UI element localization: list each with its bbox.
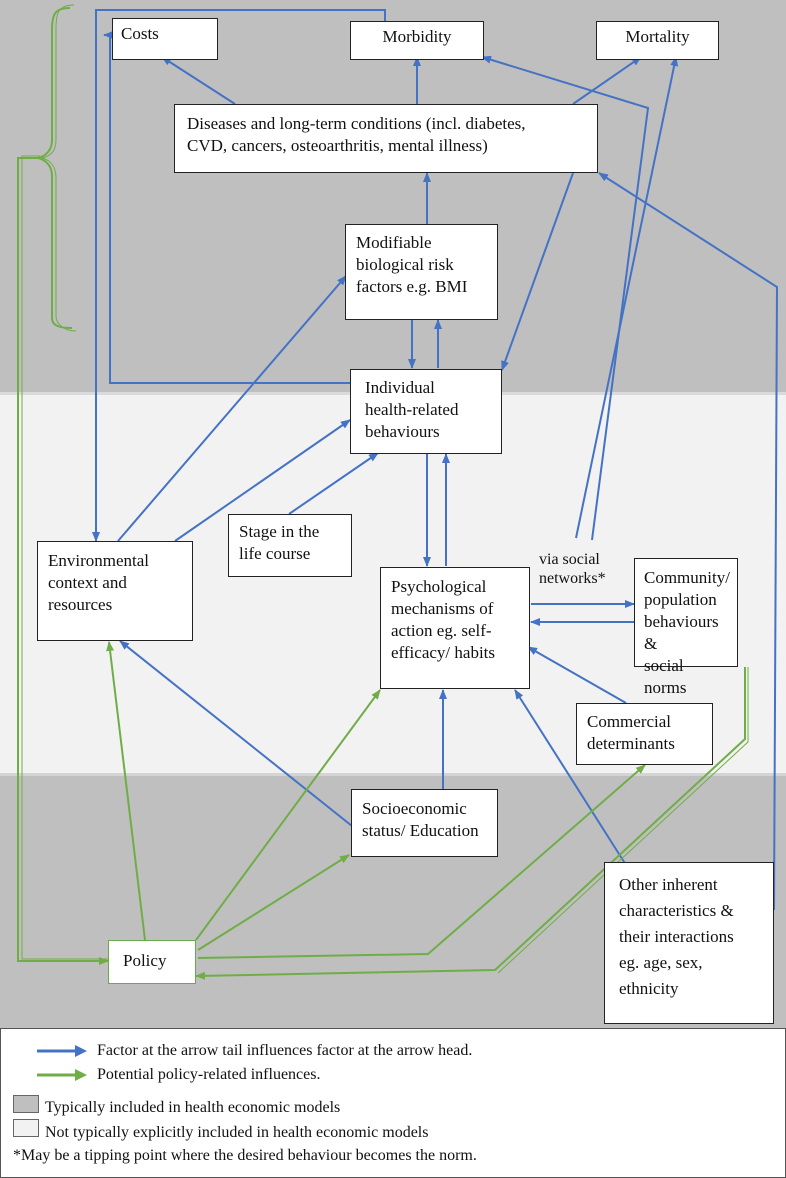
legend: Factor at the arrow tail influences fact… <box>0 1028 786 1178</box>
node-environmental-line: context and <box>48 573 127 592</box>
label-via-social-line: via social <box>539 551 600 568</box>
legend-green-arrow-icon <box>37 1069 87 1081</box>
node-psychological-line: Psychological <box>391 577 487 596</box>
node-commercial-determinants: Commercial determinants <box>576 703 713 765</box>
node-stage-life-course: Stage in the life course <box>228 514 352 577</box>
node-modifiable-risk-factors: Modifiable biological risk factors e.g. … <box>345 224 498 320</box>
node-diseases-line: CVD, cancers, osteoarthritis, mental ill… <box>187 136 488 155</box>
legend-blue-arrow-icon <box>37 1045 87 1057</box>
node-modifiable-line: factors e.g. BMI <box>356 277 468 296</box>
node-environmental-line: Environmental <box>48 551 150 570</box>
node-morbidity-label: Morbidity <box>382 27 452 46</box>
legend-grey-text: Typically included in health economic mo… <box>45 1099 341 1116</box>
node-commercial-line: determinants <box>587 734 675 753</box>
node-community-line: population <box>644 590 717 609</box>
node-environmental-context: Environmental context and resources <box>37 541 193 641</box>
node-community-behaviours: Community/ population behaviours & socia… <box>634 558 738 697</box>
node-psychological-line: action eg. self- <box>391 621 492 640</box>
legend-light-swatch <box>13 1119 39 1137</box>
node-diseases: Diseases and long-term conditions (incl.… <box>174 104 598 173</box>
node-morbidity: Morbidity <box>350 21 484 60</box>
node-community-line: behaviours & <box>644 612 719 653</box>
node-psychological-mechanisms: Psychological mechanisms of action eg. s… <box>380 567 530 689</box>
legend-footnote: *May be a tipping point where the desire… <box>13 1147 477 1164</box>
label-via-social-networks: via social networks* <box>539 550 606 588</box>
node-psychological-line: mechanisms of <box>391 599 494 618</box>
node-mortality: Mortality <box>596 21 719 60</box>
node-other-line: characteristics & <box>619 901 734 920</box>
node-socioeconomic-line: Socioeconomic <box>362 799 467 818</box>
node-modifiable-line: biological risk <box>356 255 454 274</box>
node-individual-line: health-related <box>365 400 459 419</box>
node-individual-line: behaviours <box>365 422 440 441</box>
node-environmental-line: resources <box>48 595 113 614</box>
node-individual-line: Individual <box>365 378 435 397</box>
label-via-social-line: networks* <box>539 570 606 587</box>
node-commercial-line: Commercial <box>587 712 672 731</box>
node-stage-line: Stage in the <box>239 522 320 541</box>
node-policy-label: Policy <box>123 951 167 970</box>
node-socioeconomic-status: Socioeconomic status/ Education <box>351 789 498 857</box>
node-stage-line: life course <box>239 544 311 563</box>
node-community-line: Community/ <box>644 568 730 587</box>
node-mortality-label: Mortality <box>625 27 690 46</box>
legend-light-text: Not typically explicitly included in hea… <box>45 1124 429 1141</box>
node-other-inherent-characteristics: Other inherent characteristics & their i… <box>604 862 774 1024</box>
legend-green-text: Potential policy-related influences. <box>97 1066 321 1083</box>
node-diseases-line: Diseases and long-term conditions (incl.… <box>187 114 526 133</box>
node-policy: Policy <box>108 940 196 984</box>
legend-grey-swatch <box>13 1095 39 1113</box>
node-other-line: Other inherent <box>619 875 718 894</box>
node-other-line: eg. age, sex, <box>619 953 703 972</box>
node-other-line: their interactions <box>619 927 734 946</box>
node-socioeconomic-line: status/ Education <box>362 821 479 840</box>
node-psychological-line: efficacy/ habits <box>391 643 496 662</box>
node-costs: Costs <box>112 18 218 60</box>
node-costs-label: Costs <box>121 24 159 43</box>
legend-blue-text: Factor at the arrow tail influences fact… <box>97 1042 473 1059</box>
node-modifiable-line: Modifiable <box>356 233 432 252</box>
node-other-line: ethnicity <box>619 979 679 998</box>
node-community-line: social norms <box>644 656 687 697</box>
node-individual-behaviours: Individual health-related behaviours <box>350 369 502 454</box>
